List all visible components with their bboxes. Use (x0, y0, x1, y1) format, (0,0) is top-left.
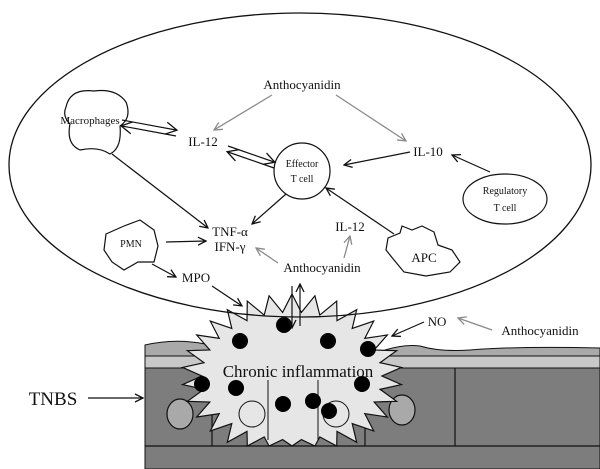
arrow-il10-to-effector (344, 151, 411, 165)
pmn-label: PMN (120, 239, 142, 250)
arrow-macrophages-to-tnf (111, 153, 208, 228)
arrow-apc-to-effector (326, 188, 395, 235)
inflammatory-cell-dot (320, 333, 336, 349)
arrow-mpo-to-inflammation (211, 285, 242, 306)
mpo-label: MPO (182, 270, 210, 285)
effector-label-line1: Effector (286, 159, 319, 170)
regulatory-label-line1: Regulatory (483, 186, 527, 197)
inflammatory-cell-dot (275, 396, 291, 412)
regulatory-t-cell (462, 173, 548, 225)
inhibition-arrows (214, 94, 493, 331)
cell-nucleus (166, 398, 194, 430)
il10-label: IL-10 (413, 144, 443, 159)
arrow-effector-to-tnf (252, 193, 287, 224)
arrow-pmn-to-tnf (165, 241, 206, 242)
inflammatory-cell-dot (228, 380, 244, 396)
il12-left-label: IL-12 (188, 134, 218, 149)
arrow-anthocyanidin-to-il12-mid (343, 236, 350, 259)
activation-arrows (88, 119, 491, 398)
inflammatory-cell-dot (305, 393, 321, 409)
arrow-il12-to-macrophages (119, 121, 177, 137)
inflammatory-cell-dot (194, 376, 210, 392)
inflammatory-cell-dot (232, 333, 248, 349)
anthocyanidin-right-label: Anthocyanidin (501, 323, 579, 338)
macrophages-label: Macrophages (60, 115, 119, 127)
inflammatory-cell-dot (321, 403, 337, 419)
arrow-anthocyanidin-to-il12 (214, 94, 273, 130)
anthocyanidin-top-label: Anthocyanidin (263, 77, 341, 92)
arrow-effector-to-il12 (225, 148, 275, 169)
arrow-il12-to-effector (227, 145, 277, 166)
arrow-no-to-inflammation (392, 321, 425, 336)
apc-label: APC (411, 250, 436, 265)
apc-shape (385, 225, 461, 277)
inflammatory-cell-dot (276, 317, 292, 333)
inflammatory-cell-dot (354, 376, 370, 392)
inflammatory-cell-dot (360, 341, 376, 357)
cell-nucleus (388, 394, 416, 426)
effector-label-line2: T cell (291, 174, 314, 185)
regulatory-label-line2: T cell (494, 203, 517, 214)
effector-t-cell (273, 142, 331, 200)
chronic-inflammation-label: Chronic inflammation (223, 362, 374, 381)
tnf-label: TNF-α (212, 224, 248, 239)
inflammation-burst: Chronic inflammation (180, 292, 404, 447)
burst-shape (180, 292, 404, 447)
pmn-shape (103, 219, 159, 271)
ifn-label: IFN-γ (214, 239, 245, 254)
arrow-pmn-to-mpo (151, 263, 176, 277)
arrow-anthocyanidin-to-il10 (335, 94, 406, 141)
arrow-regulatory-to-il10 (452, 155, 491, 173)
no-label: NO (428, 314, 447, 329)
il12-mid-label: IL-12 (335, 219, 365, 234)
tnbs-label: TNBS (29, 389, 78, 410)
arrow-macrophages-to-il12 (121, 119, 179, 135)
mucosa-surface-right (384, 345, 600, 357)
macrophage-shape (64, 89, 129, 155)
arrow-anthocyanidin-to-no (458, 318, 493, 331)
burst-nucleus (238, 400, 266, 428)
anthocyanidin-mid-label: Anthocyanidin (283, 260, 361, 275)
arrow-anthocyanidin-to-tnf-ifn (256, 248, 279, 264)
